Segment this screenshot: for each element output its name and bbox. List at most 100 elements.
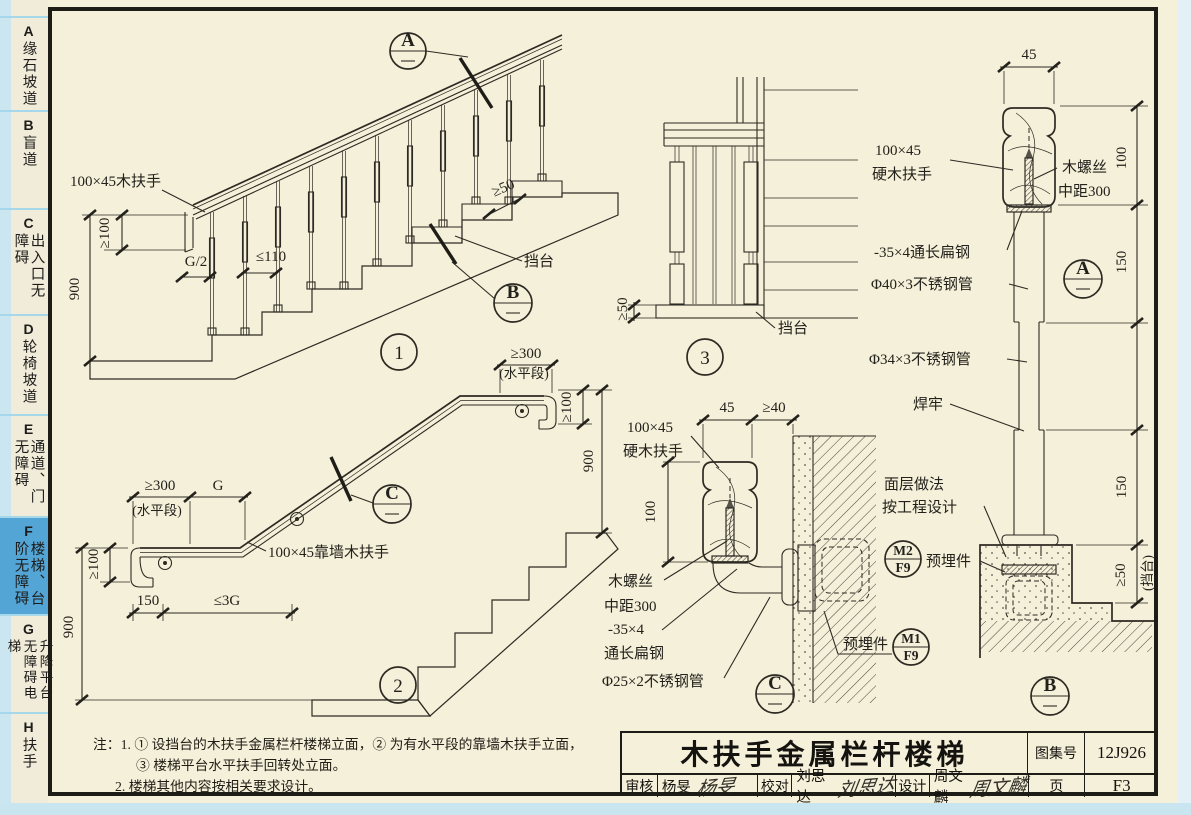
dim-text: G [213,478,224,494]
reviewer-name: 杨旻 [661,779,691,796]
label-pipe-40: Φ40×3不锈钢管 [871,276,973,293]
dim-text: 900 [581,450,597,473]
tab-letter: D [23,321,34,337]
dim-text: 900 [61,616,77,639]
balusters [207,60,547,336]
dim-text: ≥300 [145,478,176,494]
dim-text: 100 [1114,147,1130,170]
dim-text: ≥300 [511,346,542,362]
sidebar-tab-b[interactable]: B 盲道 [0,110,48,208]
detail-b-post-embed-section: 预埋件 M1 F9 B [823,544,1156,716]
diagram-2-wall-handrail-elevation: C 2 100×45靠墙木扶手 ≥300 (水平段) ≥100 900 [61,346,619,717]
proof-label: 校对 [758,775,793,797]
note-line-2: ③ 楼梯平台水平扶手回转处立面。 [136,758,347,773]
detail-bubble-c: C [385,483,399,504]
label-floor-finish: 面层做法 [884,476,944,493]
tab-letter: E [23,421,34,437]
label-hardwood: 100×45 [875,143,921,159]
notes: 注：1. ① 设挡台的木扶手金属栏杆楼梯立面，② 为有水平段的靠墙木扶手立面， … [93,734,621,797]
dim-text: ≤110 [256,249,286,265]
tab-label: 轮椅坡道 [20,339,37,405]
label-flat-steel: -35×4 [608,622,644,638]
design-label: 设计 [896,775,930,797]
tab-letter: H [23,719,34,735]
drawing-sheet [48,0,1178,803]
label-screw-spacing: 中距300 [1058,183,1111,200]
detail-bubble-b-title: B [1044,675,1057,696]
embed-mark-m2: M2 [893,543,913,558]
sidebar-tab-h[interactable]: H 扶手 [0,712,48,798]
sheet-border [48,7,1158,796]
detail-bubble-c-title: C [768,673,782,694]
page-label: 页 [1029,775,1086,797]
reviewer-signature: 杨旻 [694,775,737,801]
atlas-number: 12J926 [1096,743,1147,762]
tab-label: 扶手 [20,737,37,770]
label-hardwood-2: 硬木扶手 [623,443,683,460]
dim-text: 100 [643,501,659,524]
tab-letter: B [23,117,34,133]
tab-label: 通道、门 [28,439,45,505]
note-line-3: 2. 楼梯其他内容按相关要求设计。 [115,779,322,794]
label-hardwood: 100×45 [627,420,673,436]
dim-text: 150 [137,593,160,609]
embed-mark-f9: F9 [896,560,911,575]
label-weld: 焊牢 [913,396,943,413]
tab-label-2: 无障碍电梯 [5,639,37,701]
sidebar-tab-d[interactable]: D 轮椅坡道 [0,314,48,414]
dim-text: ≥40 [762,400,785,416]
dim-text: 45 [1022,47,1037,63]
label-flat-steel-2: 通长扁钢 [604,645,664,662]
dim-text: 900 [67,278,83,301]
dim-text: ≥50 [615,297,631,320]
sheet-title: 木扶手金属栏杆楼梯 [622,733,1028,773]
label-hardwood-2: 硬木扶手 [872,166,932,183]
note-line-1: 注：1. ① 设挡台的木扶手金属栏杆楼梯立面，② 为有水平段的靠墙木扶手立面， [93,737,583,752]
dim-text: (挡台) [1140,555,1155,591]
embed-mark-m1: M1 [901,631,921,646]
tab-letter: G [23,621,34,637]
review-label: 审核 [622,775,658,797]
dim-text: ≤3G [214,593,241,609]
proofreader-signature: 刘思达 [836,774,897,802]
label-embedded-part: 预埋件 [926,553,971,570]
label-curb: 挡台 [524,253,554,270]
dim-text: G/2 [185,254,208,270]
tab-label: 盲道 [20,135,37,168]
sidebar: A 缘石坡道 B 盲道 C 出入口无障碍 D 轮椅坡道 E 通道、门无障碍 F … [0,0,53,803]
diagram-3-landing-railing-elevation: ≥50 挡台 3 [615,77,858,376]
label-handrail: 100×45木扶手 [70,173,161,190]
page-bottom-edge [0,803,1191,815]
label-wood-screw: 木螺丝 [608,573,653,590]
sidebar-tab-e[interactable]: E 通道、门无障碍 [0,414,48,516]
dim-text: ≥100 [559,392,575,423]
tab-letter: A [23,23,34,39]
label-wall-handrail: 100×45靠墙木扶手 [268,544,389,561]
tab-label-2: 无障碍 [12,439,29,489]
sidebar-edge-strip [0,0,11,803]
view-number-2: 2 [393,676,403,697]
dim-text: (水平段) [499,366,549,381]
detail-bubble-a-title: A [1076,258,1090,279]
sidebar-tab-c[interactable]: C 出入口无障碍 [0,208,48,314]
designer-signature: 周文麟 [968,774,1029,802]
tab-label: 出入口 [28,233,45,283]
dim-text: 45 [720,400,735,416]
tab-label-2: 无障碍 [12,557,29,608]
label-screw-spacing: 中距300 [604,598,657,615]
label-floor-finish-2: 按工程设计 [882,499,957,516]
dim-text: 150 [1114,251,1130,274]
sidebar-tab-f-active[interactable]: F 楼梯、台阶无障碍 [0,516,48,614]
dim-text: ≥100 [97,218,113,249]
atlas-number-label: 图集号 [1028,733,1085,773]
sidebar-tab-a[interactable]: A 缘石坡道 [0,16,48,110]
tab-label: 缘石坡道 [20,41,37,107]
label-flat-steel: -35×4通长扁钢 [874,244,970,261]
dim-text: (水平段) [132,503,182,518]
tab-letter: F [24,523,33,539]
view-number-3: 3 [700,348,710,369]
proofreader-name: 刘思达 [796,769,826,806]
label-curb: 挡台 [778,320,808,337]
designer-name: 周文麟 [933,769,963,806]
